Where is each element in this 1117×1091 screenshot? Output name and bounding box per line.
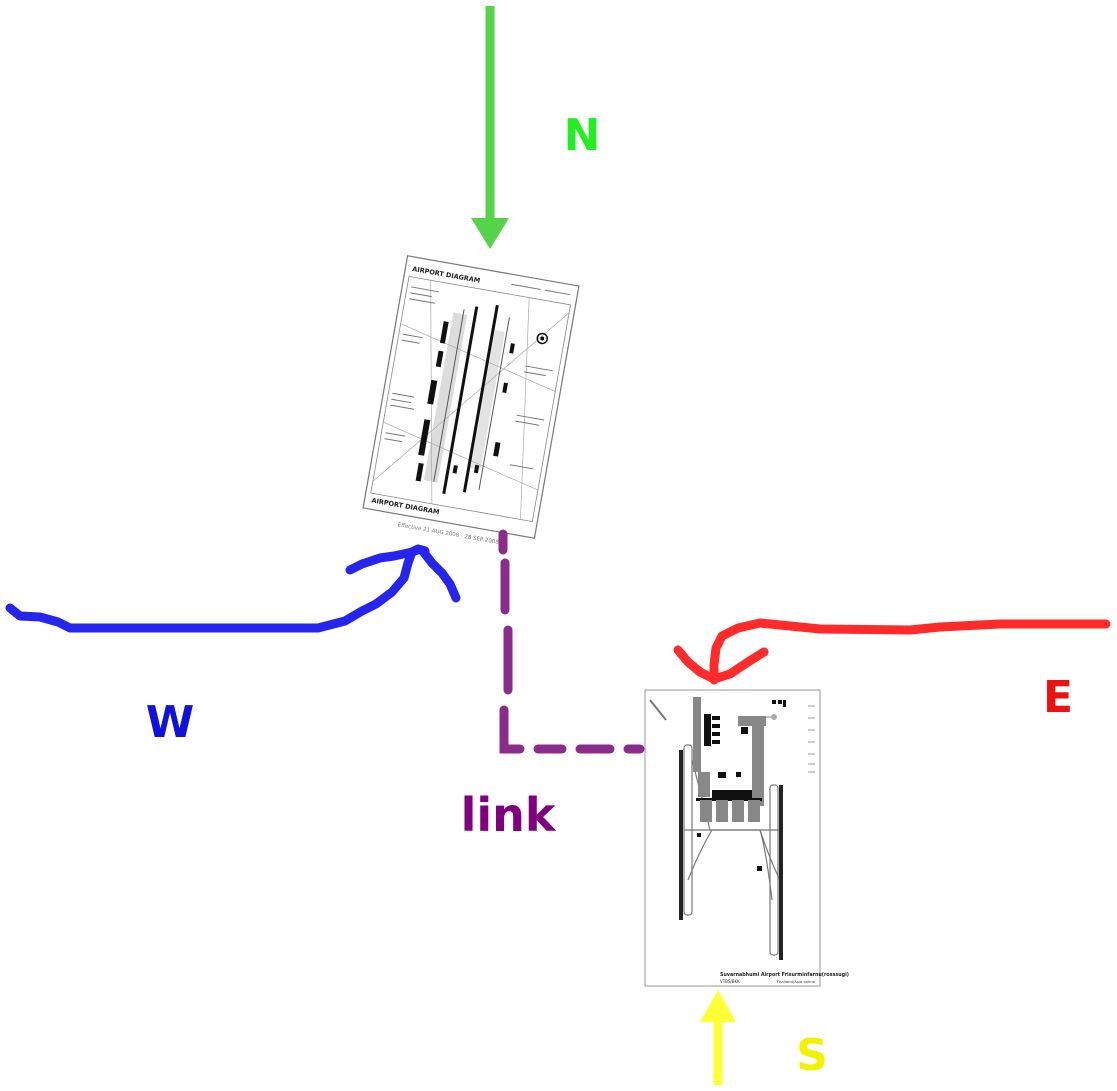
- chart-2-code: VTBS/BKK: [720, 979, 740, 984]
- east-arrow-head-right: [709, 647, 769, 684]
- airport-diagram-chart-2: Suvarnabhumi Airport Frisurminfarnu(ross…: [644, 689, 849, 987]
- south-arrow-head: [700, 990, 736, 1022]
- chart-2-subtitle: Thailand/Asia online: [776, 979, 816, 984]
- west-label: W: [146, 697, 195, 748]
- chart-1-runway-1: [442, 306, 479, 495]
- south-label: S: [796, 1030, 828, 1081]
- chart-2-taxiways: [683, 744, 781, 956]
- chart-2-north-mark: [649, 699, 667, 721]
- chart-1-apron-area-2: [470, 330, 505, 470]
- east-arrow-head-left: [673, 645, 719, 684]
- chart-1-runway-2: [462, 304, 499, 493]
- east-arrow: [673, 618, 1111, 685]
- chart-1-taxiway-2: [478, 317, 510, 490]
- link-label: link: [461, 788, 557, 842]
- west-arrow-head-left: [345, 545, 423, 575]
- chart-1-terminal-blocks: [415, 321, 515, 482]
- north-arrow-head: [471, 218, 509, 249]
- chart-2-frame: [644, 689, 821, 987]
- chart-1-annotations: [384, 283, 571, 470]
- east-arrow-line: [709, 618, 1111, 685]
- chart-2-terminal: [693, 697, 786, 871]
- chart-1-inner-frame: [370, 275, 571, 523]
- chart-1-taxiway-1: [433, 309, 465, 482]
- chart-1-compass-dot: [540, 336, 545, 341]
- chart-2-runway-west: [679, 750, 683, 920]
- west-arrow: [5, 544, 461, 633]
- chart-2-title: Suvarnabhumi Airport Frisurminfarnu(ross…: [720, 972, 849, 978]
- chart-1-compass-icon: [536, 332, 548, 345]
- link-connector: [498, 529, 645, 754]
- chart-2-legend-marks: [808, 705, 815, 773]
- south-arrow: [700, 990, 736, 1085]
- north-label: N: [564, 110, 601, 161]
- north-arrow: [471, 6, 509, 249]
- airport-diagram-chart-1: AIRPORT DIAGRAM AIRPORT DIAGRAM Effectiv…: [362, 255, 580, 546]
- chart-2-runway-east: [779, 785, 783, 960]
- west-arrow-head-right: [417, 545, 461, 603]
- east-label: E: [1043, 672, 1073, 723]
